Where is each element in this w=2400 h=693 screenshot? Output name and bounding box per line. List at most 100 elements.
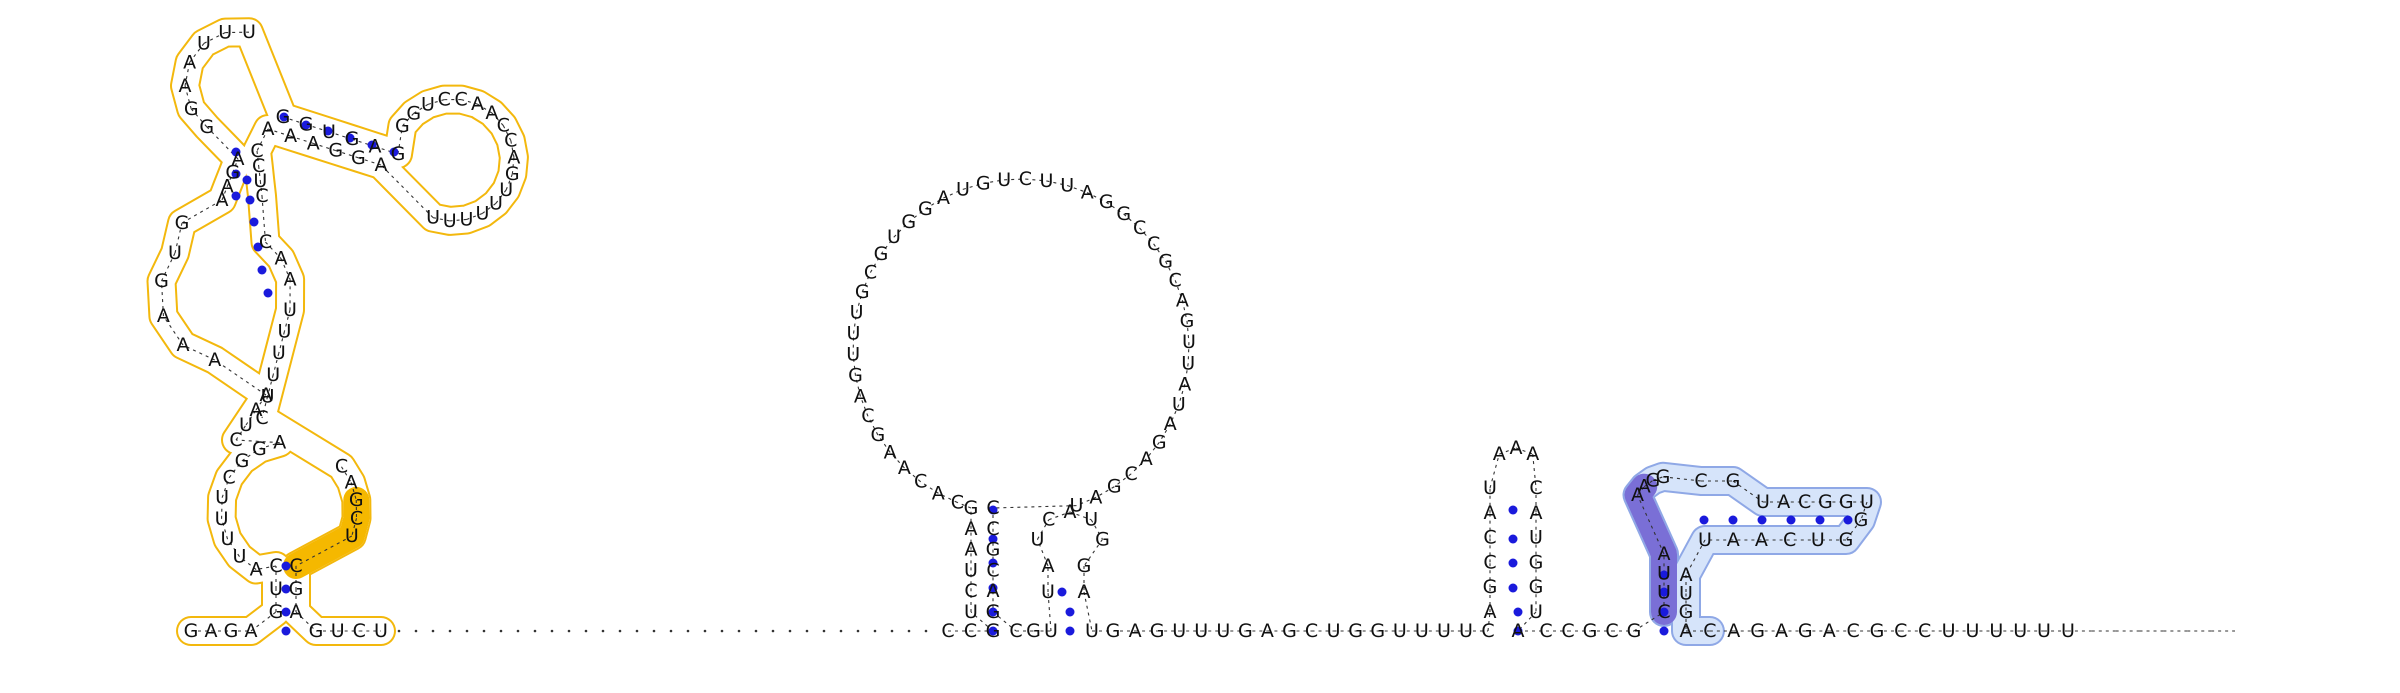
- nucleotide-G: G: [986, 539, 1001, 561]
- nucleotide-G: G: [1152, 431, 1167, 453]
- linker-dot: [415, 630, 418, 633]
- nucleotide-A: A: [275, 248, 288, 270]
- nucleotide-C: C: [1783, 529, 1796, 551]
- nucleotide-C: C: [1042, 509, 1055, 531]
- nucleotide-A: A: [987, 580, 1000, 602]
- nucleotide-A: A: [1081, 182, 1094, 204]
- linker-dot: [704, 630, 707, 633]
- nucleotide-U: U: [1040, 170, 1054, 192]
- nucleotide-U: U: [242, 21, 256, 43]
- nucleotide-U: U: [1942, 620, 1956, 642]
- base-pair-dot: [1509, 535, 1518, 544]
- nucleotide-G: G: [252, 438, 267, 460]
- linker-dot: [789, 630, 792, 633]
- base-pair-dot: [243, 176, 252, 185]
- nucleotide-A: A: [1089, 486, 1102, 508]
- nucleotide-U: U: [1044, 620, 1058, 642]
- nucleotide-U: U: [1989, 620, 2003, 642]
- nucleotide-G: G: [1798, 620, 1813, 642]
- nucleotide-U: U: [1216, 620, 1230, 642]
- nucleotide-U: U: [956, 178, 970, 200]
- nucleotide-A: A: [1140, 448, 1153, 470]
- nucleotide-C: C: [941, 620, 954, 642]
- nucleotide-C: C: [914, 471, 927, 493]
- nucleotide-C: C: [289, 555, 302, 577]
- nucleotide-G: G: [1870, 620, 1885, 642]
- nucleotide-A: A: [898, 457, 911, 479]
- linker-dot: [687, 630, 690, 633]
- nucleotide-U: U: [221, 528, 235, 550]
- nucleotide-C: C: [1169, 269, 1182, 291]
- nucleotide-G: G: [1583, 620, 1598, 642]
- nucleotide-A: A: [262, 118, 275, 140]
- nucleotide-A: A: [471, 93, 484, 115]
- nucleotide-G: G: [1099, 191, 1114, 213]
- nucleotide-G: G: [175, 212, 190, 234]
- linker-dot: [840, 630, 843, 633]
- linker-dot: [772, 630, 775, 633]
- linker-dot: [653, 630, 656, 633]
- linker-dot: [806, 630, 809, 633]
- nucleotide-U: U: [272, 342, 286, 364]
- nucleotide-C: C: [1846, 620, 1859, 642]
- nucleotide-A: A: [965, 539, 978, 561]
- nucleotide-A: A: [250, 559, 263, 581]
- nucleotide-G: G: [964, 497, 979, 519]
- nucleotide-C: C: [1694, 470, 1707, 492]
- nucleotide-A: A: [1530, 502, 1543, 524]
- nucleotide-A: A: [205, 620, 218, 642]
- nucleotide-C: C: [1918, 620, 1931, 642]
- nucleotide-U: U: [232, 546, 246, 568]
- nucleotide-A: A: [284, 125, 297, 147]
- nucleotide-C: C: [1483, 551, 1496, 573]
- linker-dot: [857, 630, 860, 633]
- nucleotide-C: C: [259, 231, 272, 253]
- nucleotide-G: G: [1282, 620, 1297, 642]
- nucleotide-C: C: [1561, 620, 1574, 642]
- nucleotide-G: G: [1483, 576, 1498, 598]
- nucleotide-G: G: [1106, 620, 1121, 642]
- nucleotide-U: U: [964, 601, 978, 623]
- nucleotide-A: A: [1078, 581, 1091, 603]
- nucleotide-G: G: [199, 116, 214, 138]
- nucleotide-C: C: [1305, 620, 1318, 642]
- nucleotide-U: U: [887, 226, 901, 248]
- linker-dot: [908, 630, 911, 633]
- nucleotide-A: A: [1064, 501, 1077, 523]
- base-pair-dot: [1066, 608, 1075, 617]
- nucleotide-U: U: [215, 508, 229, 530]
- nucleotide-U: U: [1415, 620, 1429, 642]
- nucleotide-A: A: [307, 132, 320, 154]
- nucleotide-C: C: [964, 620, 977, 642]
- nucleotide-U: U: [197, 32, 211, 54]
- nucleotide-G: G: [1180, 310, 1195, 332]
- nucleotide-G: G: [855, 281, 870, 303]
- nucleotide-U: U: [421, 93, 435, 115]
- nucleotide-A: A: [884, 441, 897, 463]
- nucleotide-G: G: [1026, 620, 1041, 642]
- nucleotide-A: A: [1484, 502, 1497, 524]
- linker-dot: [551, 630, 554, 633]
- nucleotide-U: U: [374, 620, 388, 642]
- nucleotide-A: A: [932, 482, 945, 504]
- nucleotide-U: U: [1529, 527, 1543, 549]
- nucleotide-C: C: [1657, 601, 1670, 623]
- nucleotide-U: U: [345, 525, 359, 547]
- nucleotide-U: U: [460, 209, 474, 231]
- nucleotide-C: C: [255, 185, 268, 207]
- base-pair-dot: [1660, 627, 1669, 636]
- nucleotide-U: U: [489, 192, 503, 214]
- nucleotide-C: C: [1539, 620, 1552, 642]
- nucleotide-A: A: [179, 75, 192, 97]
- nucleotide-U: U: [1459, 620, 1473, 642]
- nucleotide-A: A: [157, 305, 170, 327]
- nucleotide-U: U: [443, 210, 457, 232]
- linker-dot: [925, 630, 928, 633]
- base-pair-dot: [1758, 516, 1767, 525]
- nucleotide-A: A: [1777, 491, 1790, 513]
- nucleotide-A: A: [1512, 620, 1525, 642]
- nucleotide-A: A: [1129, 620, 1142, 642]
- linker-dot: [755, 630, 758, 633]
- base-pair-dot: [258, 266, 267, 275]
